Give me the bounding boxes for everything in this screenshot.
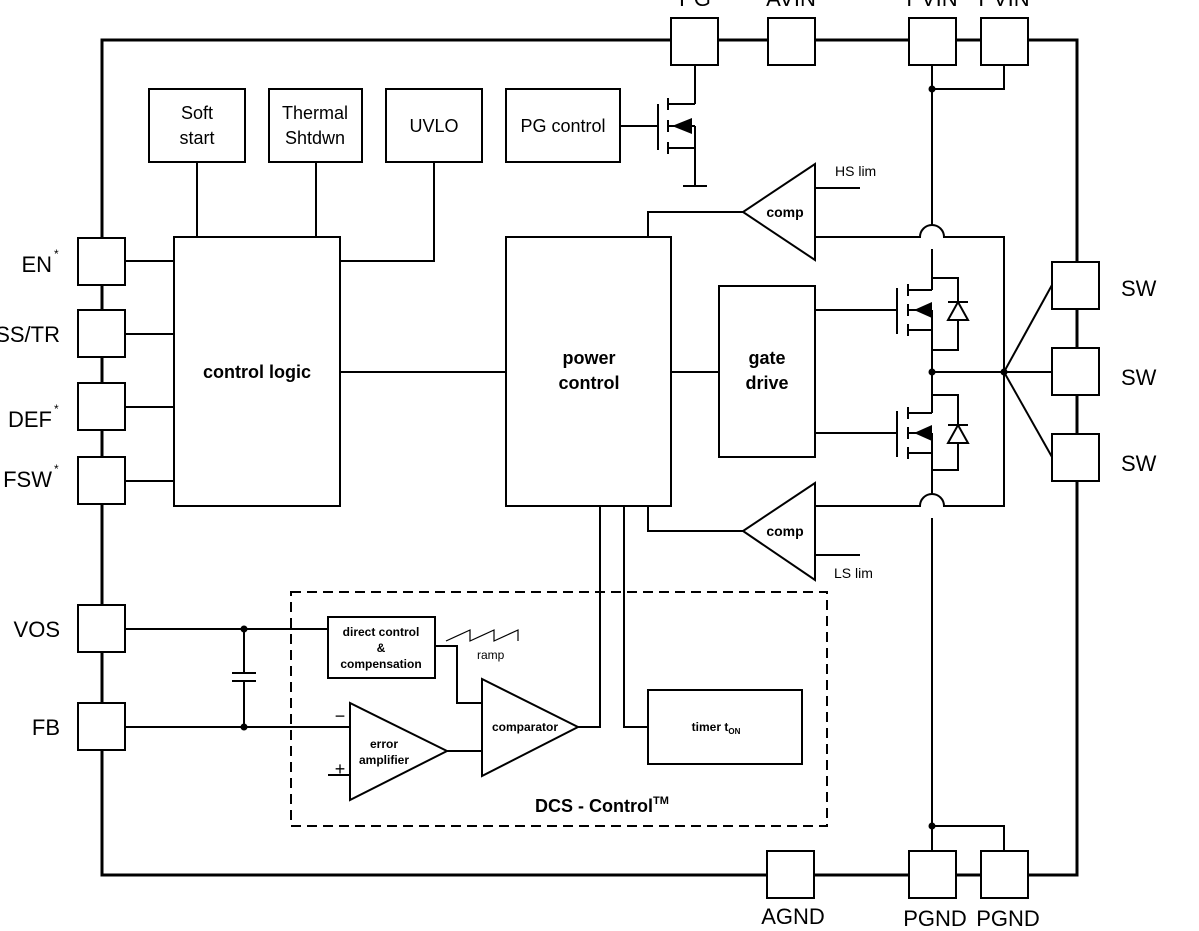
direct-control-line3: compensation (340, 657, 421, 671)
pg-control-label: PG control (520, 116, 605, 136)
hs-lim-label: HS lim (835, 163, 876, 179)
comparator-label: comparator (492, 720, 558, 734)
pin-fb: FB (32, 702, 126, 751)
timer-label: timer tON (692, 720, 741, 736)
hs-comparator: comp (741, 162, 816, 262)
error-amp-plus: + (335, 759, 346, 779)
pin-vos-label: VOS (14, 617, 60, 642)
pin-pvin-2: PVIN (978, 0, 1030, 66)
uvlo-block: UVLO (385, 88, 483, 163)
pin-def-asterisk: * (54, 402, 59, 416)
pin-fsw-asterisk: * (54, 462, 59, 476)
error-amp-line2: amplifier (359, 753, 409, 767)
direct-control-line2: & (377, 641, 386, 655)
pin-avin: AVIN (766, 0, 816, 66)
soft-start-line1: Soft (181, 103, 213, 123)
pin-sw-2-label: SW (1121, 365, 1157, 390)
pin-pvin-1: PVIN (906, 0, 958, 66)
thermal-line2: Shtdwn (285, 128, 345, 148)
pin-sw-3-label: SW (1121, 451, 1157, 476)
gate-drive-block: gate drive (718, 285, 816, 458)
pin-def-label: DEF (8, 407, 52, 432)
hs-comp-label: comp (766, 204, 803, 220)
power-control-block: power control (505, 236, 672, 507)
pin-sw-1: SW (1051, 261, 1157, 310)
soft-start-block: Soft start (148, 88, 246, 163)
control-logic-label: control logic (203, 362, 311, 382)
direct-control-block: direct control & compensation (327, 616, 436, 679)
feedforward-capacitor (232, 629, 256, 727)
gate-drive-line2: drive (745, 373, 788, 393)
pg-control-block: PG control (505, 88, 621, 163)
pin-vos: VOS (14, 604, 126, 653)
thermal-shutdown-block: Thermal Shtdwn (268, 88, 363, 163)
high-side-mosfet (815, 277, 970, 372)
pin-pgnd-2-label: PGND (976, 906, 1040, 931)
error-amplifier: error amplifier − + (335, 701, 450, 802)
gate-drive-line1: gate (748, 348, 785, 368)
direct-control-line1: direct control (343, 625, 420, 639)
thermal-line1: Thermal (282, 103, 348, 123)
pin-pgnd-1-label: PGND (903, 906, 967, 931)
pin-def: DEF * (8, 382, 126, 432)
pin-avin-label: AVIN (766, 0, 816, 11)
pin-fsw: FSW * (3, 456, 126, 505)
pin-sw-2: SW (1051, 347, 1157, 396)
pin-sstr: SS/TR (0, 309, 126, 358)
pin-pvin-2-label: PVIN (978, 0, 1029, 11)
pin-pvin-1-label: PVIN (906, 0, 957, 11)
error-amp-line1: error (370, 737, 398, 751)
ls-comparator: comp (741, 481, 816, 582)
soft-start-line2: start (179, 128, 214, 148)
pin-en: EN * (21, 237, 126, 286)
timer-ton-block: timer tON (647, 689, 803, 765)
ls-comp-label: comp (766, 523, 803, 539)
low-side-mosfet (815, 372, 970, 494)
pin-sstr-label: SS/TR (0, 322, 60, 347)
pin-sw-3: SW (1051, 433, 1157, 482)
pin-pgnd-1: PGND (903, 850, 967, 931)
control-logic-block: control logic (173, 236, 341, 507)
ramp-symbol: ramp (445, 629, 519, 662)
uvlo-label: UVLO (409, 116, 458, 136)
power-control-line1: power (562, 348, 615, 368)
pin-sw-1-label: SW (1121, 276, 1157, 301)
pin-fb-label: FB (32, 715, 60, 740)
ramp-label: ramp (477, 648, 505, 662)
pin-pgnd-2: PGND (976, 850, 1040, 931)
dcs-control-label: DCS - ControlTM (535, 795, 669, 816)
pin-pg-label: PG (679, 0, 711, 11)
comparator: comparator (481, 677, 581, 778)
pin-pg: PG (670, 0, 719, 66)
pin-en-asterisk: * (54, 247, 59, 261)
pin-en-label: EN (21, 252, 52, 277)
pin-agnd: AGND (761, 850, 825, 929)
pin-agnd-label: AGND (761, 904, 825, 929)
ls-lim-label: LS lim (834, 565, 873, 581)
power-control-line2: control (559, 373, 620, 393)
error-amp-minus: − (335, 706, 346, 726)
pin-fsw-label: FSW (3, 467, 52, 492)
pg-transistor (620, 65, 707, 187)
